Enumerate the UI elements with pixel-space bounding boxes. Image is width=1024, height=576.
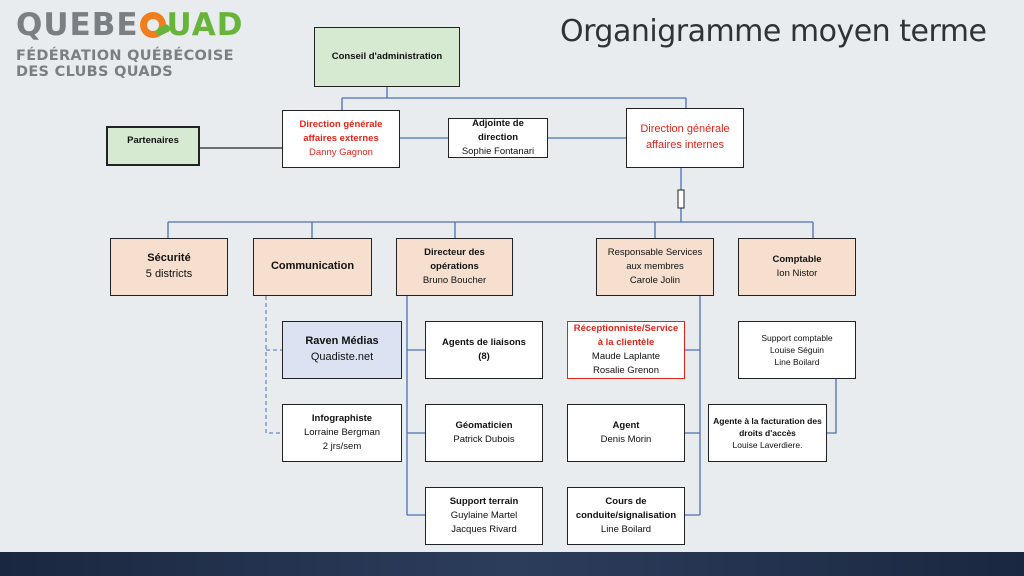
logo-gear-icon <box>139 12 166 38</box>
communication-title: Communication <box>270 260 355 273</box>
connector-responsable <box>685 296 701 516</box>
box-cours: Cours de conduite/signalisation Line Boi… <box>567 487 685 545</box>
box-directeur-ops: Directeur des opérations Bruno Boucher <box>396 238 513 296</box>
receptionniste-title: Réceptionniste/Service à la clientèle <box>573 323 679 349</box>
adjointe-title: Adjointe de direction <box>472 118 524 144</box>
box-dg-externes: Direction générale affaires externes Dan… <box>282 110 400 168</box>
dg-externes-name: Danny Gagnon <box>309 146 373 158</box>
comptable-name: Ion Nistor <box>776 268 818 279</box>
page-title: Organigramme moyen terme <box>560 14 987 49</box>
box-agents-liaisons: Agents de liaisons (8) <box>425 321 543 379</box>
facturation-name: Louise Laverdiere. <box>732 440 803 451</box>
box-partenaires: Partenaires <box>106 126 200 166</box>
geomaticien-title: Géomaticien <box>455 420 513 432</box>
facturation-title: Agente à la facturation des droits d'acc… <box>713 415 822 438</box>
connector-branch <box>167 221 814 238</box>
box-facturation: Agente à la facturation des droits d'acc… <box>708 404 827 462</box>
agents-liaisons-detail: (8) <box>478 351 490 362</box>
footer-bar <box>0 552 1024 576</box>
directeur-ops-name: Bruno Boucher <box>422 274 487 286</box>
securite-detail: 5 districts <box>145 268 193 280</box>
adjointe-name: Sophie Fontanari <box>461 145 535 157</box>
connector-conseil <box>341 87 687 110</box>
box-securite: Sécurité 5 districts <box>110 238 228 296</box>
connector-ops <box>406 296 425 516</box>
logo-wordmark: QUEBE UAD <box>16 8 243 42</box>
geomaticien-name: Patrick Dubois <box>453 434 515 445</box>
support-comptable-title: Support comptable <box>761 332 833 343</box>
dg-internes-title: Direction générale affaires internes <box>640 123 730 151</box>
receptionniste-name-2: Rosalie Grenon <box>592 364 659 376</box>
box-receptionniste: Réceptionniste/Service à la clientèle Ma… <box>567 321 685 379</box>
box-adjointe: Adjointe de direction Sophie Fontanari <box>448 118 548 158</box>
agent-title: Agent <box>612 420 640 432</box>
logo-subtitle-1: FÉDÉRATION QUÉBÉCOISE <box>16 48 234 64</box>
connector-marker <box>677 189 685 209</box>
box-dg-internes: Direction générale affaires internes <box>626 108 744 168</box>
box-support-terrain: Support terrain Guylaine Martel Jacques … <box>425 487 543 545</box>
responsable-title: Responsable Services aux membres <box>607 247 703 273</box>
support-comptable-name-2: Line Boilard <box>774 357 820 368</box>
agent-name: Denis Morin <box>600 434 652 445</box>
box-agent: Agent Denis Morin <box>567 404 685 462</box>
infographiste-detail: 2 jrs/sem <box>322 440 362 452</box>
securite-title: Sécurité <box>147 252 191 265</box>
support-terrain-name-2: Jacques Rivard <box>451 523 517 535</box>
agents-liaisons-title: Agents de liaisons <box>442 337 526 349</box>
box-communication: Communication <box>253 238 372 296</box>
cours-title: Cours de conduite/signalisation <box>575 496 677 522</box>
conseil-title: Conseil d'administration <box>331 51 443 63</box>
box-comptable: Comptable Ion Nistor <box>738 238 856 296</box>
box-geomaticien: Géomaticien Patrick Dubois <box>425 404 543 462</box>
cours-name: Line Boilard <box>600 523 652 535</box>
connector-comptable <box>827 379 837 434</box>
quebequad-logo: QUEBE UAD FÉDÉRATION QUÉBÉCOISE DES CLUBS… <box>16 8 243 80</box>
receptionniste-name-1: Maude Laplante <box>591 351 661 362</box>
comptable-title: Comptable <box>772 254 822 266</box>
raven-title: Raven Médias <box>305 335 379 348</box>
logo-subtitle-2: DES CLUBS QUADS <box>16 64 173 80</box>
responsable-name: Carole Jolin <box>629 274 681 286</box>
logo-word-part2: UAD <box>166 7 244 43</box>
infographiste-title: Infographiste <box>311 413 373 425</box>
support-comptable-name-1: Louise Séguin <box>770 344 824 355</box>
box-infographiste: Infographiste Lorraine Bergman 2 jrs/sem <box>282 404 402 462</box>
connector-communication-dashed <box>265 296 282 434</box>
logo-word-part1: QUEBE <box>16 7 139 43</box>
infographiste-name: Lorraine Bergman <box>303 427 381 439</box>
partenaires-title: Partenaires <box>127 135 179 146</box>
directeur-ops-title: Directeur des opérations <box>424 247 485 273</box>
box-support-comptable: Support comptable Louise Séguin Line Boi… <box>738 321 856 379</box>
dg-externes-title: Direction générale affaires externes <box>299 119 383 145</box>
raven-name: Quadiste.net <box>310 351 374 363</box>
box-responsable: Responsable Services aux membres Carole … <box>596 238 714 296</box>
support-terrain-title: Support terrain <box>449 496 519 508</box>
box-raven: Raven Médias Quadiste.net <box>282 321 402 379</box>
support-terrain-name-1: Guylaine Martel <box>450 510 518 522</box>
box-conseil: Conseil d'administration <box>314 27 460 87</box>
